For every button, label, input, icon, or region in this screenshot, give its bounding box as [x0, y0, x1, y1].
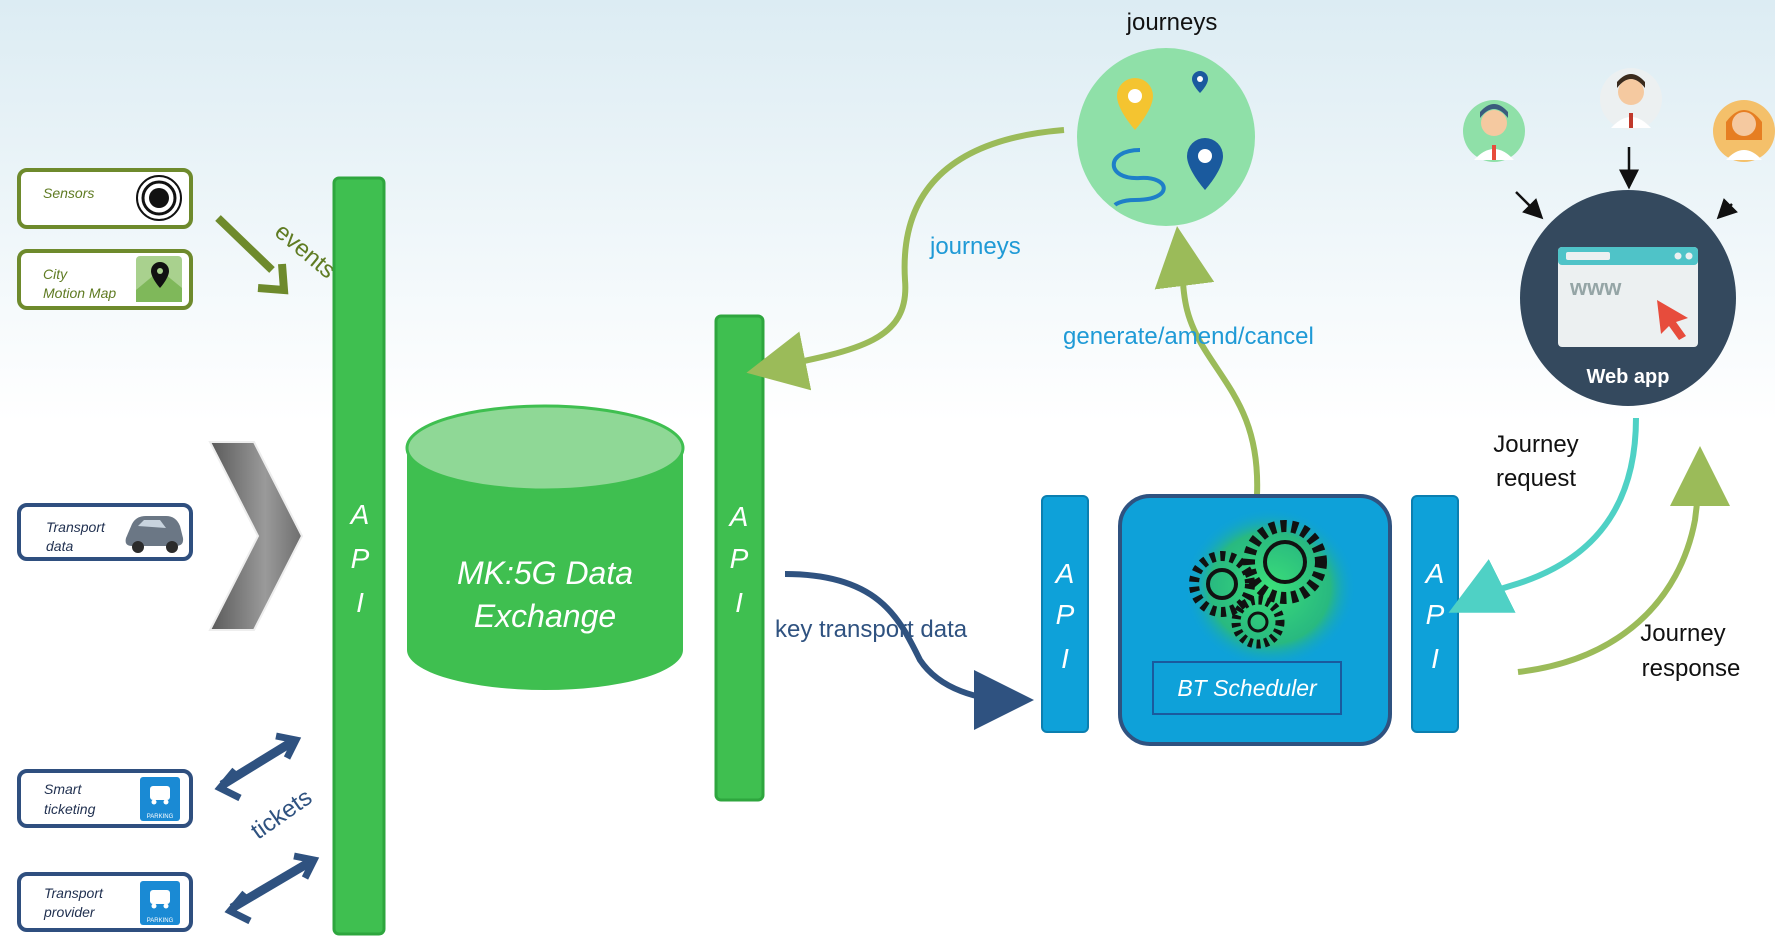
journey-request-arrow [1448, 417, 1639, 613]
api-sr-letter-i: I [1431, 643, 1439, 674]
bt-scheduler-box: BT Scheduler [1118, 494, 1392, 746]
source-sensors: Sensors [17, 168, 193, 229]
cursor-icon [1657, 300, 1688, 340]
scheduler-label: BT Scheduler [1177, 675, 1318, 701]
parking-icon: PARKING [140, 777, 180, 821]
journey-response-arrow [1517, 446, 1730, 675]
tickets-label: tickets [246, 784, 317, 845]
journey-request-label-2: request [1496, 465, 1576, 492]
generate-arrow [1154, 226, 1261, 496]
api-middle-letter-i: I [735, 587, 743, 618]
api-sr-letter-p: P [1426, 599, 1445, 630]
sensors-label: Sensors [43, 185, 94, 201]
api-left-letter-a: A [349, 499, 370, 530]
journeys-title: journeys [1126, 9, 1218, 36]
gears-icon [1189, 520, 1327, 649]
transport-data-label-2: data [46, 538, 73, 554]
data-exchange-title-1: MK:5G Data [457, 555, 633, 591]
web-app-label: Web app [1587, 366, 1670, 388]
journey-response-label-1: Journey [1640, 620, 1725, 647]
chevron-right-icon [208, 441, 304, 631]
api-middle-letter-p: P [730, 543, 749, 574]
source-city-motion-map: City Motion Map [17, 249, 193, 310]
journeys-circle [1077, 48, 1255, 226]
api-sl-letter-a: A [1054, 558, 1075, 589]
smart-ticketing-label-1: Smart [44, 781, 82, 797]
map-pin-icon [136, 256, 182, 302]
web-app-circle: www Web app [1520, 190, 1736, 406]
svg-text:PARKING: PARKING [147, 918, 174, 924]
transport-provider-label-2: provider [43, 904, 96, 920]
api-left-letter-p: P [351, 543, 370, 574]
svg-text:PARKING: PARKING [147, 814, 174, 820]
user-avatar-icon [1600, 68, 1662, 130]
transport-data-label-1: Transport [46, 519, 106, 535]
user-avatar-icon [1713, 100, 1775, 162]
route-path-icon [1111, 148, 1166, 207]
journey-request-label-1: Journey [1493, 431, 1578, 458]
api-bar-left: A P I [332, 176, 386, 936]
key-transport-arrow [784, 571, 1034, 730]
journey-response-label-2: response [1642, 655, 1741, 682]
source-transport-provider: Transport provider PARKING [17, 872, 193, 932]
transport-provider-label-1: Transport [44, 885, 104, 901]
api-bar-middle: A P I [714, 314, 765, 802]
api-sl-letter-i: I [1061, 643, 1069, 674]
journeys-arrow [746, 127, 1065, 391]
location-pin-icon [1192, 71, 1208, 93]
car-icon [125, 516, 184, 553]
parking-icon: PARKING [140, 881, 180, 925]
key-transport-label: key transport data [775, 616, 968, 643]
source-transport-data: Transport data [17, 503, 193, 561]
smart-ticketing-label-2: ticketing [44, 801, 96, 817]
user-arrow [1716, 198, 1738, 220]
generate-label: generate/amend/cancel [1063, 323, 1314, 350]
city-motion-map-label-1: City [43, 266, 68, 282]
api-sl-letter-p: P [1056, 599, 1075, 630]
journeys-arrow-label: journeys [929, 233, 1021, 260]
user-arrow [1515, 191, 1544, 220]
user-avatar-icon [1463, 100, 1525, 162]
location-pin-icon [1117, 78, 1153, 130]
data-exchange-title-2: Exchange [474, 598, 616, 634]
source-smart-ticketing: Smart ticketing PARKING [17, 769, 193, 828]
events-arrow [215, 215, 289, 295]
location-pin-icon [1187, 138, 1223, 190]
api-left-letter-i: I [356, 587, 364, 618]
www-label: www [1569, 275, 1622, 300]
api-middle-letter-a: A [728, 501, 749, 532]
data-exchange-cylinder: MK:5G Data Exchange [405, 404, 685, 690]
tickets-double-arrow-1 [214, 732, 302, 802]
api-bar-scheduler-left: A P I [1041, 495, 1089, 733]
api-bar-scheduler-right: A P I [1411, 495, 1459, 733]
api-sr-letter-a: A [1424, 558, 1445, 589]
city-motion-map-label-2: Motion Map [43, 285, 116, 301]
radar-target-icon [136, 175, 182, 221]
tickets-double-arrow-2 [224, 852, 320, 925]
